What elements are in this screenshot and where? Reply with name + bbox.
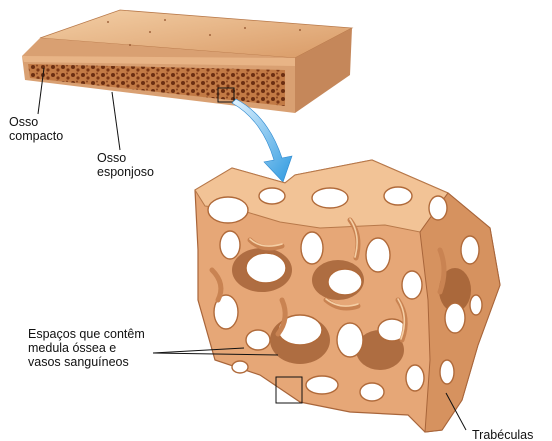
label-compact-bone: Osso compacto xyxy=(9,115,63,143)
label-spongy-bone: Osso esponjoso xyxy=(97,151,154,179)
label-marrow-spaces: Espaços que contêm medula óssea e vasos … xyxy=(28,327,145,369)
label-trabeculae: Trabéculas xyxy=(472,428,533,441)
leader-spongy xyxy=(112,92,120,150)
bone-slab xyxy=(22,10,352,113)
trabecular-block xyxy=(195,160,500,432)
